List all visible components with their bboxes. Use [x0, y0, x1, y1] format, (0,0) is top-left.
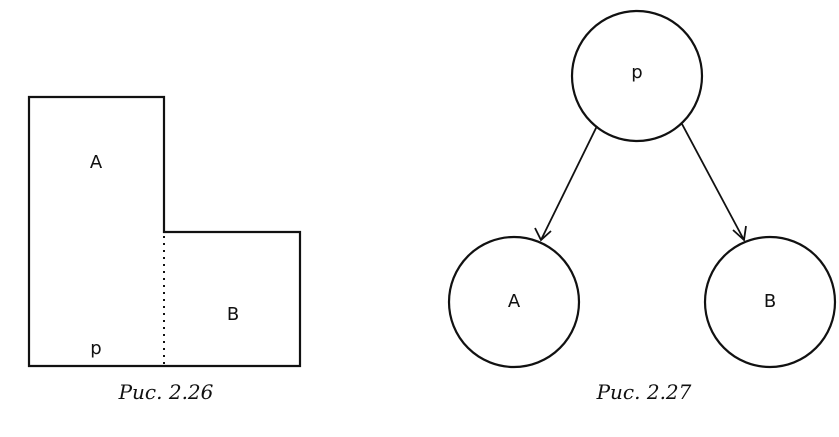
- edge-p-a: [540, 125, 598, 241]
- node-a-label: A: [508, 291, 521, 312]
- figure-2-27: p A B Рис. 2.27: [447, 9, 837, 404]
- node-p: [570, 9, 704, 143]
- arrowhead-b: [732, 225, 747, 242]
- region-b-label: B: [227, 304, 239, 325]
- node-a: [447, 235, 581, 369]
- l-shape-outline: [27, 95, 302, 368]
- edge-p-b: [681, 123, 745, 241]
- node-b: [703, 235, 837, 369]
- caption-2-26: Рис. 2.26: [118, 380, 214, 404]
- region-a-label: A: [90, 152, 103, 173]
- arrowhead-a: [534, 227, 552, 242]
- figure-2-26: A B p Рис. 2.26: [27, 95, 302, 404]
- caption-2-27: Рис. 2.27: [596, 380, 692, 404]
- node-b-label: B: [764, 291, 776, 312]
- region-p-label: p: [90, 338, 101, 359]
- node-p-label: p: [631, 62, 642, 83]
